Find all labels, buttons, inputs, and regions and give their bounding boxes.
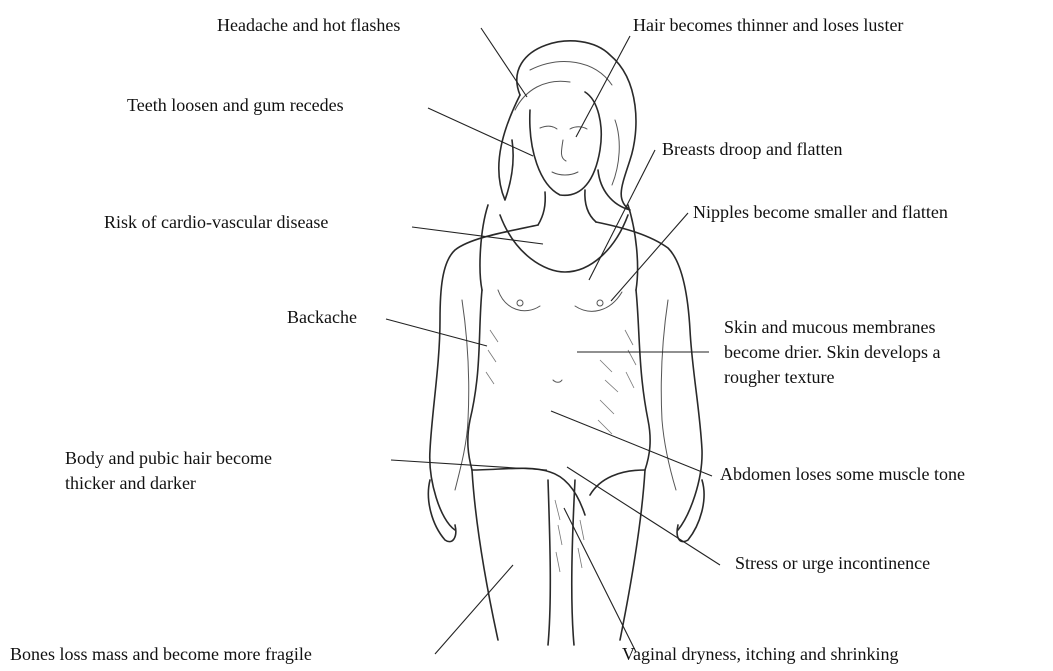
label-cardio: Risk of cardio-vascular disease bbox=[104, 210, 328, 235]
label-skin-line-2: become drier. Skin develops a bbox=[724, 340, 940, 365]
label-body-hair: Body and pubic hair become thicker and d… bbox=[65, 446, 272, 496]
label-teeth: Teeth loosen and gum recedes bbox=[127, 93, 344, 118]
label-body-hair-line-1: Body and pubic hair become bbox=[65, 446, 272, 471]
label-skin-line-1: Skin and mucous membranes bbox=[724, 315, 940, 340]
label-body-hair-line-2: thicker and darker bbox=[65, 471, 272, 496]
woman-body-illustration bbox=[428, 41, 704, 645]
label-headache: Headache and hot flashes bbox=[217, 13, 400, 38]
label-skin: Skin and mucous membranes become drier. … bbox=[724, 315, 940, 390]
label-nipples: Nipples become smaller and flatten bbox=[693, 200, 948, 225]
label-vaginal: Vaginal dryness, itching and shrinking bbox=[622, 642, 898, 667]
label-abdomen: Abdomen loses some muscle tone bbox=[720, 462, 965, 487]
leader-lines bbox=[386, 28, 720, 654]
label-hair: Hair becomes thinner and loses luster bbox=[633, 13, 903, 38]
label-stress: Stress or urge incontinence bbox=[735, 551, 930, 576]
label-backache: Backache bbox=[287, 305, 357, 330]
label-breasts: Breasts droop and flatten bbox=[662, 137, 842, 162]
label-skin-line-3: rougher texture bbox=[724, 365, 940, 390]
label-bones: Bones loss mass and become more fragile bbox=[10, 642, 312, 667]
